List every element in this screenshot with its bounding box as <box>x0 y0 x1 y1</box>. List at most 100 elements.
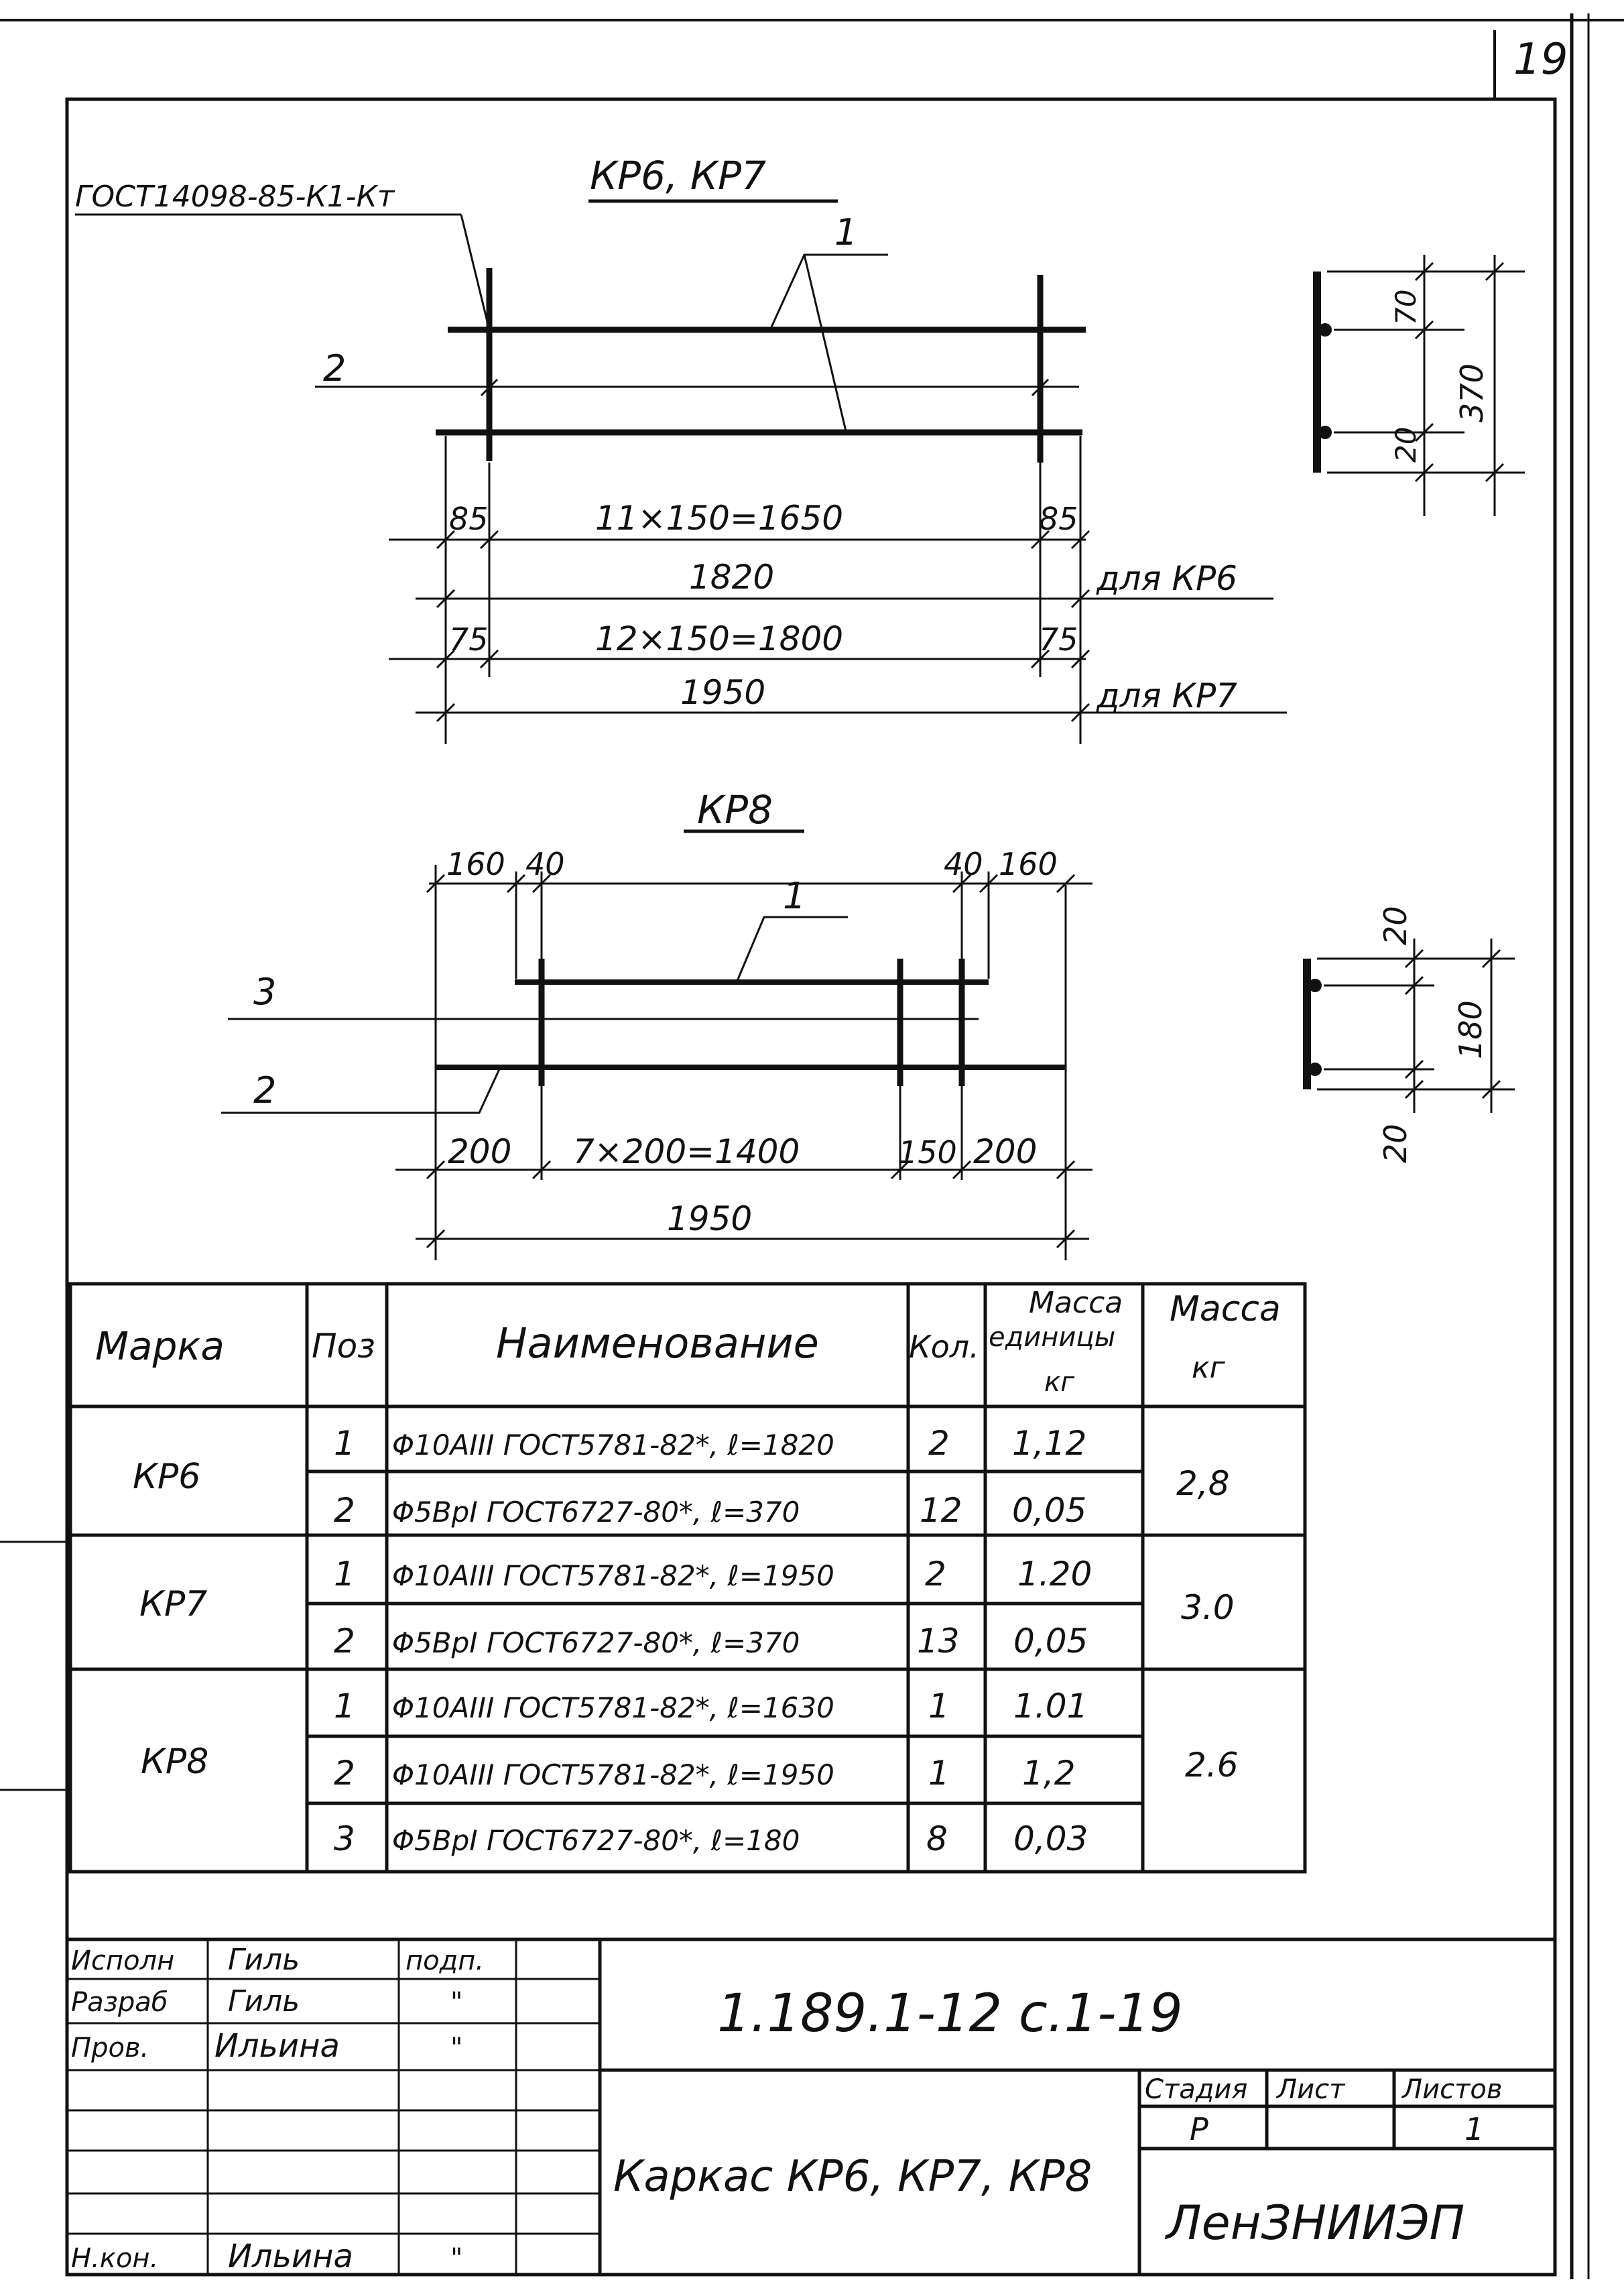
kr8-dim-b2: 7×200=1400 <box>573 1132 800 1171</box>
spec-unit-mass: 1.20 <box>1017 1555 1092 1593</box>
doc-title: Каркас КР6, КР7, КР8 <box>613 2152 1092 2202</box>
kr8-pos3-label: 3 <box>253 971 276 1013</box>
spec-pos: 2 <box>334 1754 355 1793</box>
kr8-drawing: КР8 1 3 2 160 <box>221 787 1092 1260</box>
kr8-dim-t1: 160 <box>446 846 505 882</box>
spec-table: Марка Поз Наименование Кол. Масса единиц… <box>68 1282 1307 1874</box>
kr8-title: КР8 <box>697 787 773 833</box>
spec-group-mass: 3.0 <box>1181 1588 1235 1627</box>
kr67-weld-ref: ГОСТ14098-85-К1-Кт <box>75 180 395 214</box>
signature-name: Гиль <box>228 1984 300 2019</box>
kr67-dim-end-left-a: 85 <box>449 501 489 537</box>
kr8-dim-t2: 40 <box>525 846 565 882</box>
stage-label: Стадия <box>1145 2074 1247 2105</box>
drawing-border <box>65 97 1557 2277</box>
kr67-dim-total-a: 1820 <box>689 558 774 597</box>
spec-header-pos: Поз <box>312 1327 375 1366</box>
kr8-pos1-leader <box>736 916 848 981</box>
kr67-axis-tick-left <box>480 378 499 397</box>
signature-sign: подп. <box>405 1945 484 1976</box>
kr8-dim-b4: 200 <box>973 1132 1037 1171</box>
table-row: 2 Φ5ВрI ГОСТ6727-80*, ℓ=370 12 0,05 <box>334 1491 1086 1530</box>
title-block-grid <box>67 1937 1555 2275</box>
spec-header-mark: Марка <box>95 1323 225 1369</box>
sheets-value: 1 <box>1464 2111 1484 2147</box>
kr67-dim-ticks-a1 <box>436 530 1090 550</box>
spec-header-unit-mass-2: единицы <box>989 1322 1115 1353</box>
signature-sign: " <box>450 2243 462 2274</box>
spec-unit-mass: 1.01 <box>1013 1687 1088 1726</box>
kr67-dim-total-b: 1950 <box>680 673 765 712</box>
kr67-dim-end-right-b: 75 <box>1039 621 1078 658</box>
spec-table-grid <box>68 1282 1307 1874</box>
sheets-label: Листов <box>1401 2074 1502 2105</box>
kr67-pos2-label: 2 <box>323 347 346 389</box>
kr8-dim-total: 1950 <box>667 1199 752 1238</box>
spec-pos: 1 <box>334 1555 355 1593</box>
kr8-pos2-label: 2 <box>253 1069 276 1111</box>
signature-sign: " <box>450 2033 462 2063</box>
kr8-section-dot-top <box>1308 979 1322 992</box>
kr67-section-dims <box>1327 255 1525 516</box>
signature-row: Исполн Гиль подп. <box>71 1943 484 1977</box>
kr67-dim-ticks-b2 <box>436 703 1090 723</box>
kr8-section: 20 180 20 <box>1303 906 1515 1163</box>
stage-value: Р <box>1190 2111 1208 2147</box>
spec-name: Φ5ВрI ГОСТ6727-80*, ℓ=370 <box>392 1626 800 1659</box>
kr8-dim-ticks-total <box>426 1229 1076 1249</box>
kr67-sec-bot: 20 <box>1389 427 1422 463</box>
table-row: 1 Φ10АIII ГОСТ5781-82*, ℓ=1820 2 1,12 <box>334 1424 1086 1463</box>
kr67-dim-span-b: 12×150=1800 <box>595 619 843 658</box>
spec-mark: КР7 <box>139 1584 207 1624</box>
spec-group-mass: 2.6 <box>1185 1746 1239 1785</box>
kr67-pos1-leader-a <box>769 253 888 329</box>
spec-name: Φ5ВрI ГОСТ6727-80*, ℓ=180 <box>392 1824 800 1857</box>
spec-name: Φ5ВрI ГОСТ6727-80*, ℓ=370 <box>392 1496 800 1528</box>
kr8-section-dims <box>1317 939 1515 1113</box>
kr67-dim-span-a: 11×150=1650 <box>595 499 843 538</box>
kr8-pos2-leader <box>221 1069 501 1114</box>
kr8-dim-t3: 40 <box>944 846 983 882</box>
spec-qty: 8 <box>926 1819 948 1858</box>
signature-role: Исполн <box>71 1945 174 1976</box>
kr67-note-a: для КР6 <box>1096 559 1237 598</box>
spec-mark: КР8 <box>141 1742 208 1782</box>
spec-qty: 2 <box>928 1424 950 1463</box>
kr67-section-dot-top <box>1318 323 1332 337</box>
kr67-dim-end-left-b: 75 <box>449 621 489 658</box>
spec-name: Φ10АIII ГОСТ5781-82*, ℓ=1630 <box>392 1691 834 1724</box>
signature-role: Н.кон. <box>71 2243 158 2274</box>
signature-name: Ильина <box>228 2238 353 2275</box>
spec-unit-mass: 1,12 <box>1012 1424 1086 1463</box>
signature-name: Ильина <box>214 2027 340 2065</box>
spec-pos: 3 <box>334 1819 355 1858</box>
kr67-sec-total: 370 <box>1454 363 1490 422</box>
kr67-dim-ticks-a2 <box>436 589 1090 609</box>
kr8-dim-b3: 150 <box>898 1134 957 1170</box>
spec-pos: 2 <box>334 1622 355 1661</box>
table-row: 3 Φ5ВрI ГОСТ6727-80*, ℓ=180 8 0,03 <box>334 1819 1088 1858</box>
kr8-section-dot-bottom <box>1308 1063 1322 1076</box>
spec-pos: 1 <box>334 1687 355 1726</box>
spec-header-mass-1: Масса <box>1170 1289 1281 1329</box>
spec-unit-mass: 0,05 <box>1013 1622 1088 1661</box>
kr8-sec-total: 180 <box>1452 1000 1489 1059</box>
table-row: 2 Φ10АIII ГОСТ5781-82*, ℓ=1950 1 1,2 <box>334 1754 1076 1793</box>
spec-header-unit-mass-3: кг <box>1044 1367 1075 1398</box>
signature-role: Разраб <box>71 1987 168 2018</box>
kr8-dim-ticks-bottom <box>426 1160 1076 1180</box>
kr8-sec-top: 20 <box>1377 906 1414 945</box>
kr67-drawing: КР6, КР7 ГОСТ14098-85-К1-Кт 2 1 85 11×15… <box>75 153 1287 744</box>
spec-pos: 2 <box>334 1491 355 1530</box>
kr8-dim-ticks-top <box>426 874 1076 894</box>
kr67-note-b: для КР7 <box>1096 676 1237 715</box>
spec-header-mass-2: кг <box>1192 1351 1226 1385</box>
kr8-sec-bot: 20 <box>1377 1124 1414 1163</box>
table-row: 2 Φ5ВрI ГОСТ6727-80*, ℓ=370 13 0,05 <box>334 1622 1088 1661</box>
spec-qty: 2 <box>925 1555 946 1593</box>
kr8-ext-lines <box>434 865 1067 1260</box>
spec-unit-mass: 0,05 <box>1012 1491 1086 1530</box>
spec-header-qty: Кол. <box>909 1329 979 1365</box>
kr67-axis-tick-right <box>1031 378 1050 397</box>
